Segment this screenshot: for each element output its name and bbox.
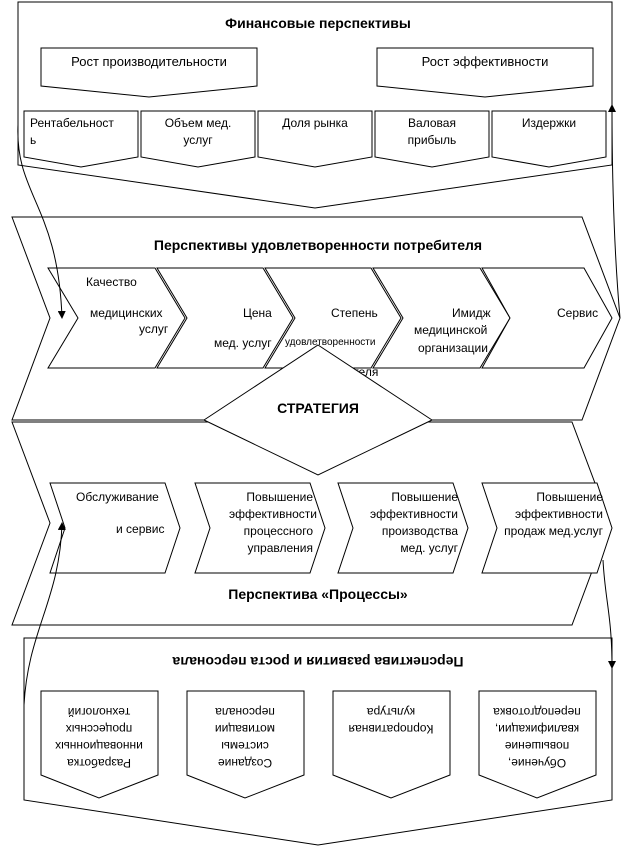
processes-perspective: Обслуживание и сервис Повышение эффектив… (11, 421, 613, 626)
connector-arrows (17, 104, 621, 706)
process-production-line-3: производства (382, 524, 458, 538)
indicator-box-gross-profit (374, 110, 490, 168)
personnel-culture-line-2: культура (367, 705, 416, 719)
arrow-service-to-financial (608, 104, 621, 319)
process-item-management (194, 482, 326, 574)
personnel-item-culture-box (332, 690, 451, 799)
indicator-box-profitability (23, 110, 139, 168)
financial-perspective: Финансовые перспективы Рост производител… (17, 1, 613, 209)
personnel-motivation-line-4: персонала (215, 705, 275, 719)
growth-efficiency-label: Рост эффективности (422, 54, 549, 69)
customer-quality-line-2: медицинских (90, 306, 163, 320)
financial-panel (17, 1, 613, 209)
strategy-label: СТРАТЕГИЯ (277, 400, 359, 416)
customer-item-quality (47, 267, 186, 369)
process-sales-line-2: эффективности (515, 507, 603, 521)
process-management-line-1: Повышение (246, 490, 313, 504)
process-management-line-4: управления (248, 541, 313, 555)
indicator-box-costs (491, 110, 607, 168)
indicator-volume-line-2: услуг (183, 133, 213, 147)
customer-title: Перспективы удовлетворенности потребител… (154, 237, 482, 253)
personnel-title: Перспектива развития и роста персонала (172, 654, 463, 670)
financial-title: Финансовые перспективы (225, 15, 411, 31)
personnel-motivation-line-1: Создание (218, 756, 272, 770)
process-sales-line-3: продаж мед.услуг (504, 524, 603, 538)
customer-image-line-2: медицинской (414, 323, 487, 337)
customer-satisfaction-line-1: Степень (331, 306, 378, 320)
process-sales-line-1: Повышение (536, 490, 603, 504)
customer-price-line-2: мед. услуг (214, 336, 272, 350)
personnel-innovation-line-1: Разработка (67, 756, 131, 770)
personnel-innovation-text: Разработка инновационных процессных техн… (55, 705, 143, 770)
indicator-profitability-line-1: Рентабельност (30, 116, 114, 130)
indicator-box-volume (140, 110, 256, 168)
strategy-center: СТРАТЕГИЯ (202, 344, 434, 476)
personnel-innovation-line-3: процессных (66, 722, 133, 736)
personnel-panel (23, 637, 613, 846)
arrow-financial-to-quality (17, 124, 66, 319)
personnel-training-line-1: Обучение, (508, 756, 566, 770)
personnel-training-text: Обучение, повышение квалификации, перепо… (493, 705, 581, 770)
personnel-item-motivation-box (186, 690, 305, 799)
indicator-gross-profit-line-2: прибыль (408, 133, 457, 147)
process-production-line-1: Повышение (391, 490, 458, 504)
customer-item-price (156, 267, 294, 369)
process-production-line-4: мед. услуг (400, 541, 458, 555)
process-management-line-2: эффективности (229, 507, 317, 521)
process-production-line-2: эффективности (370, 507, 458, 521)
customer-quality-line-1: Качество (86, 275, 137, 289)
customer-image-line-3: организации (418, 341, 488, 355)
customer-perspective: Перспективы удовлетворенности потребител… (11, 216, 621, 421)
processes-title: Перспектива «Процессы» (228, 586, 408, 602)
indicator-volume-line-1: Объем мед. (165, 116, 232, 130)
personnel-motivation-text: Создание системы мотивации персонала (215, 705, 275, 770)
customer-price-line-1: Цена (243, 306, 272, 320)
customer-image-line-1: Имидж (452, 306, 491, 320)
indicator-costs: Издержки (522, 116, 576, 130)
growth-productivity-label: Рост производительности (71, 54, 227, 69)
personnel-motivation-line-2: системы (221, 739, 269, 753)
personnel-motivation-line-3: мотивации (215, 722, 275, 736)
process-service-line-1: Обслуживание (76, 490, 159, 504)
arrow-personnel-to-processes (23, 522, 66, 706)
customer-quality-line-3: услуг (139, 322, 169, 336)
personnel-item-training-box (478, 690, 597, 799)
indicator-profitability-line-2: ь (30, 133, 36, 147)
process-management-line-3: процессного (244, 524, 314, 538)
indicator-market-share: Доля рынка (282, 116, 348, 130)
customer-item-image (372, 267, 511, 369)
personnel-innovation-line-2: инновационных (55, 739, 143, 753)
customer-item-satisfaction (264, 267, 402, 369)
personnel-training-line-3: квалификации, (495, 722, 579, 736)
personnel-culture-line-1: Корпоративная (349, 722, 434, 736)
growth-productivity-box (40, 47, 258, 98)
indicator-gross-profit-line-1: Валовая (408, 116, 456, 130)
personnel-title-group: Перспектива развития и роста персонала (172, 654, 463, 670)
customer-item-service (481, 267, 613, 369)
process-item-sales (481, 482, 613, 574)
process-service-line-2: и сервис (116, 522, 164, 536)
growth-efficiency-box (376, 47, 594, 98)
indicator-box-market-share (257, 110, 373, 168)
personnel-perspective: Перспектива развития и роста персонала Р… (23, 637, 613, 846)
strategy-diamond (202, 344, 434, 476)
arrow-processes-to-personnel (602, 559, 616, 669)
personnel-item-innovation-box (40, 690, 159, 799)
personnel-training-line-2: повышение (504, 739, 569, 753)
personnel-culture-text: Корпоративная культура (349, 705, 434, 736)
customer-satisfaction-line-2: удовлетворенности (285, 337, 375, 348)
process-item-production (337, 482, 469, 574)
personnel-innovation-line-4: технологий (68, 705, 130, 719)
customer-service: Сервис (557, 306, 598, 320)
personnel-training-line-4: переподготовка (493, 705, 581, 719)
